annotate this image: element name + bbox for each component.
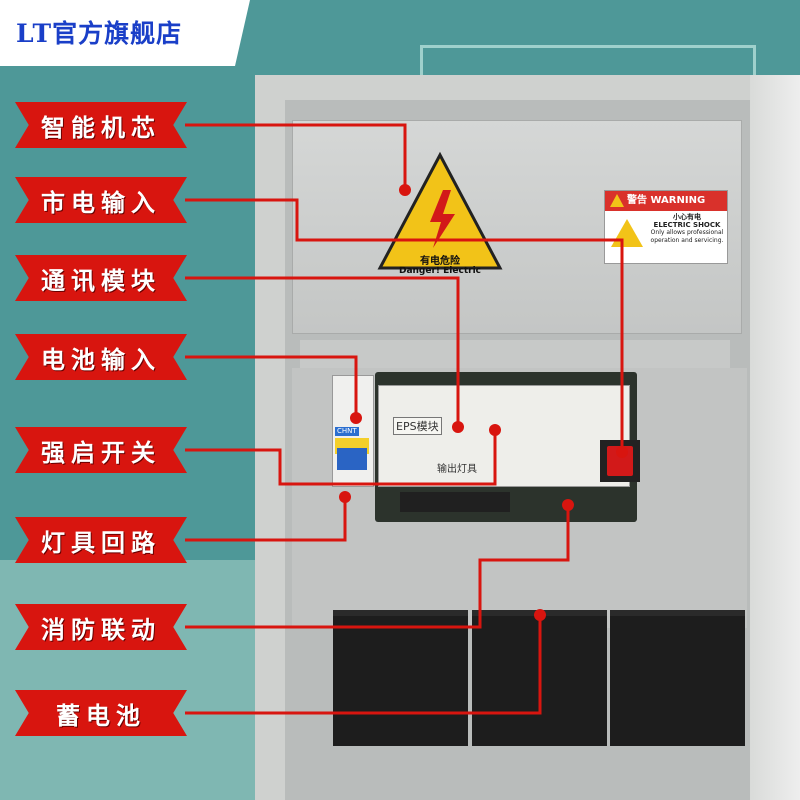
circuit-breaker: CHNT (332, 375, 374, 487)
breaker-toggle (337, 448, 367, 470)
callout-line (185, 198, 624, 452)
terminal-block (400, 492, 510, 512)
label-text: 市电输入 (41, 188, 161, 217)
label-text: 蓄电池 (56, 701, 146, 730)
label-force-start-switch: 强启开关 (15, 427, 187, 473)
callout-line (185, 505, 570, 629)
danger-sign-cn: 有电危险 (420, 256, 460, 267)
eps-module-label: EPS模块 (393, 417, 442, 435)
label-text: 通讯模块 (41, 266, 161, 295)
label-fire-linkage: 消防联动 (15, 604, 187, 650)
label-text: 消防联动 (41, 615, 161, 644)
label-text: 灯具回路 (41, 528, 161, 557)
callout-dot (339, 491, 351, 503)
callout-line (185, 615, 542, 715)
label-mains-input: 市电输入 (15, 177, 187, 223)
label-text: 强启开关 (41, 438, 161, 467)
store-header: LT官方旗舰店 (0, 0, 250, 66)
callout-dot (399, 184, 411, 196)
cabinet-door (750, 75, 800, 800)
callout-dot (452, 421, 464, 433)
label-battery-input: 电池输入 (15, 334, 187, 380)
warning-note: Only allows professional operation and s… (650, 229, 724, 244)
eps-module (378, 385, 630, 487)
label-text: 电池输入 (41, 345, 161, 374)
breaker-brand: CHNT (335, 427, 359, 436)
warning-label: 警告 WARNING 小心有电 ELECTRIC SHOCK Only allo… (604, 190, 728, 264)
battery (610, 610, 745, 746)
label-storage-battery: 蓄电池 (15, 690, 187, 736)
callout-dot (350, 412, 362, 424)
background-frame (420, 45, 756, 88)
warning-icon (610, 194, 624, 207)
battery (333, 610, 468, 746)
label-smart-core: 智能机芯 (15, 102, 187, 148)
callout-line (185, 276, 460, 427)
callout-dot (489, 424, 501, 436)
label-comm-module: 通讯模块 (15, 255, 187, 301)
callout-dot (616, 446, 628, 458)
callout-dot (562, 499, 574, 511)
warning-header: 警告 WARNING (627, 195, 706, 206)
warning-en-title: ELECTRIC SHOCK (653, 221, 721, 229)
store-name: LT官方旗舰店 (16, 19, 183, 48)
callout-line (185, 430, 497, 486)
shelf (300, 340, 730, 368)
shock-icon (611, 219, 643, 247)
callout-dot (534, 609, 546, 621)
label-lamp-circuit: 灯具回路 (15, 517, 187, 563)
callout-line (185, 123, 407, 190)
label-text: 智能机芯 (41, 113, 161, 142)
danger-sign-en: Danger! Electric (398, 266, 481, 276)
callout-line (185, 497, 347, 542)
output-label: 输出灯具 (437, 464, 477, 475)
warning-title: 小心有电 (673, 213, 701, 221)
callout-line (185, 355, 358, 418)
